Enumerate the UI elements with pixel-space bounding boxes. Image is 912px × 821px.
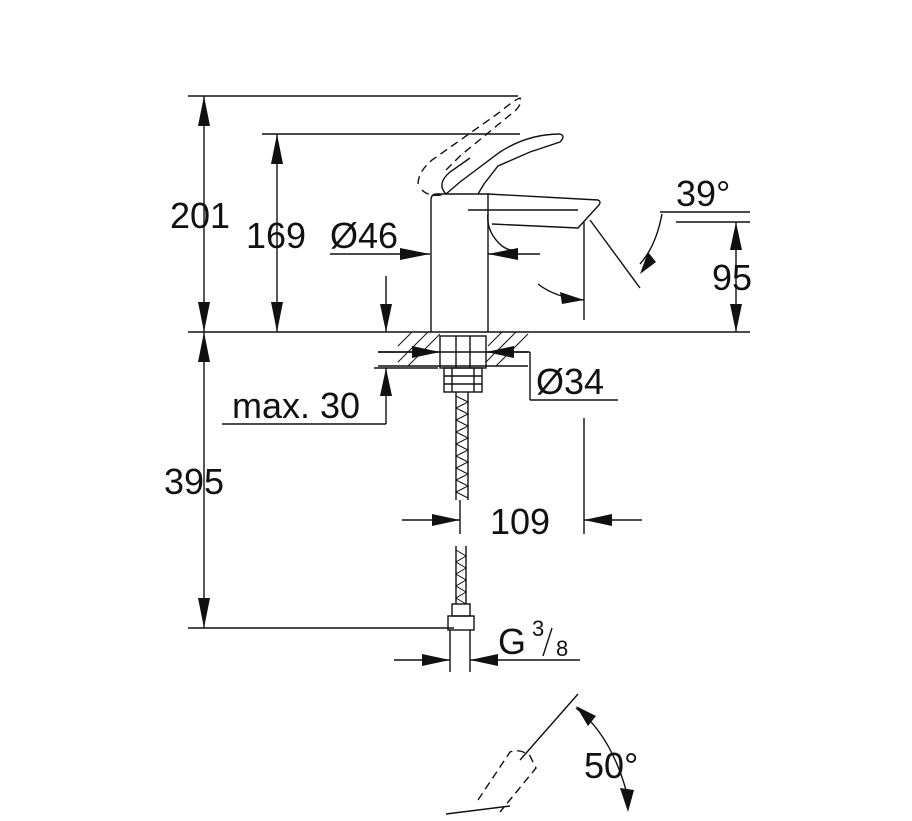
- angle-39: 39°: [589, 173, 750, 289]
- lever-angle-detail: 50°: [445, 693, 638, 815]
- fixing-nut: [439, 335, 487, 393]
- dimension-diameter-46: Ø46: [330, 215, 540, 260]
- dimension-169: 169: [246, 134, 306, 332]
- dimension-395: 395: [164, 332, 224, 628]
- lever-angle-50-label: 50°: [584, 745, 638, 786]
- supply-hose-upper: [454, 392, 470, 500]
- dimension-169-label: 169: [246, 215, 306, 256]
- thread-numerator-label: 3: [532, 616, 544, 641]
- dimension-109-label: 109: [490, 501, 550, 542]
- dimension-max-30-label: max. 30: [232, 385, 360, 426]
- dimension-201: 201: [170, 96, 230, 332]
- thread-denominator-label: 8: [556, 636, 568, 661]
- supply-hose-lower: [447, 546, 475, 672]
- faucet-body: [430, 133, 601, 332]
- dimension-thread-g-3-8: G 3 8: [394, 616, 580, 666]
- dimension-diameter-34-label: Ø34: [536, 361, 604, 402]
- lever-alternate-position: [417, 97, 522, 197]
- spout-swing-arc: [537, 283, 585, 304]
- dimension-201-label: 201: [170, 195, 230, 236]
- angle-39-label: 39°: [676, 173, 730, 214]
- dimension-95-label: 95: [712, 257, 752, 298]
- dimension-diameter-34: Ø34: [378, 346, 618, 402]
- dimension-109: 109: [402, 418, 642, 542]
- dimension-diameter-46-label: Ø46: [330, 215, 398, 256]
- dimension-395-label: 395: [164, 461, 224, 502]
- dimension-95: 95: [676, 221, 752, 332]
- dimension-max-30: max. 30: [222, 276, 438, 426]
- thread-g-label: G: [498, 621, 526, 662]
